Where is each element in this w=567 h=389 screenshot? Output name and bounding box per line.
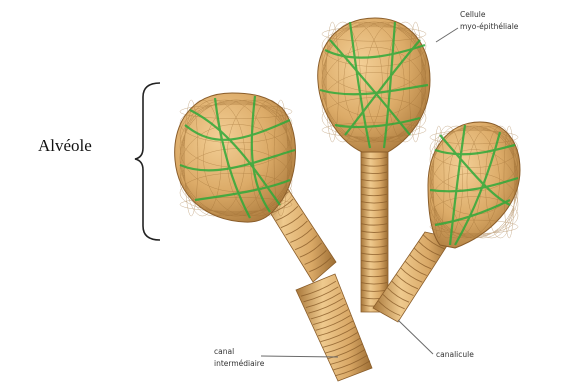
myo-label-line2: myo-épithéliale [460,22,519,31]
alveolus-left [175,93,296,222]
canalicule-leader-line [398,320,433,354]
canal-label-line1: canal [214,347,234,356]
canal-label-line2: intermédiaire [214,359,265,368]
alveolus-right [428,122,520,248]
alveolus-top [318,18,430,152]
central-stalk [361,150,388,312]
alveole-bracket [135,83,160,240]
canalicule-label: canalicule [436,350,474,359]
myo-leader-line [436,28,458,42]
myo-label-line1: Cellule [460,10,486,19]
alveole-label: Alvéole [38,136,92,155]
